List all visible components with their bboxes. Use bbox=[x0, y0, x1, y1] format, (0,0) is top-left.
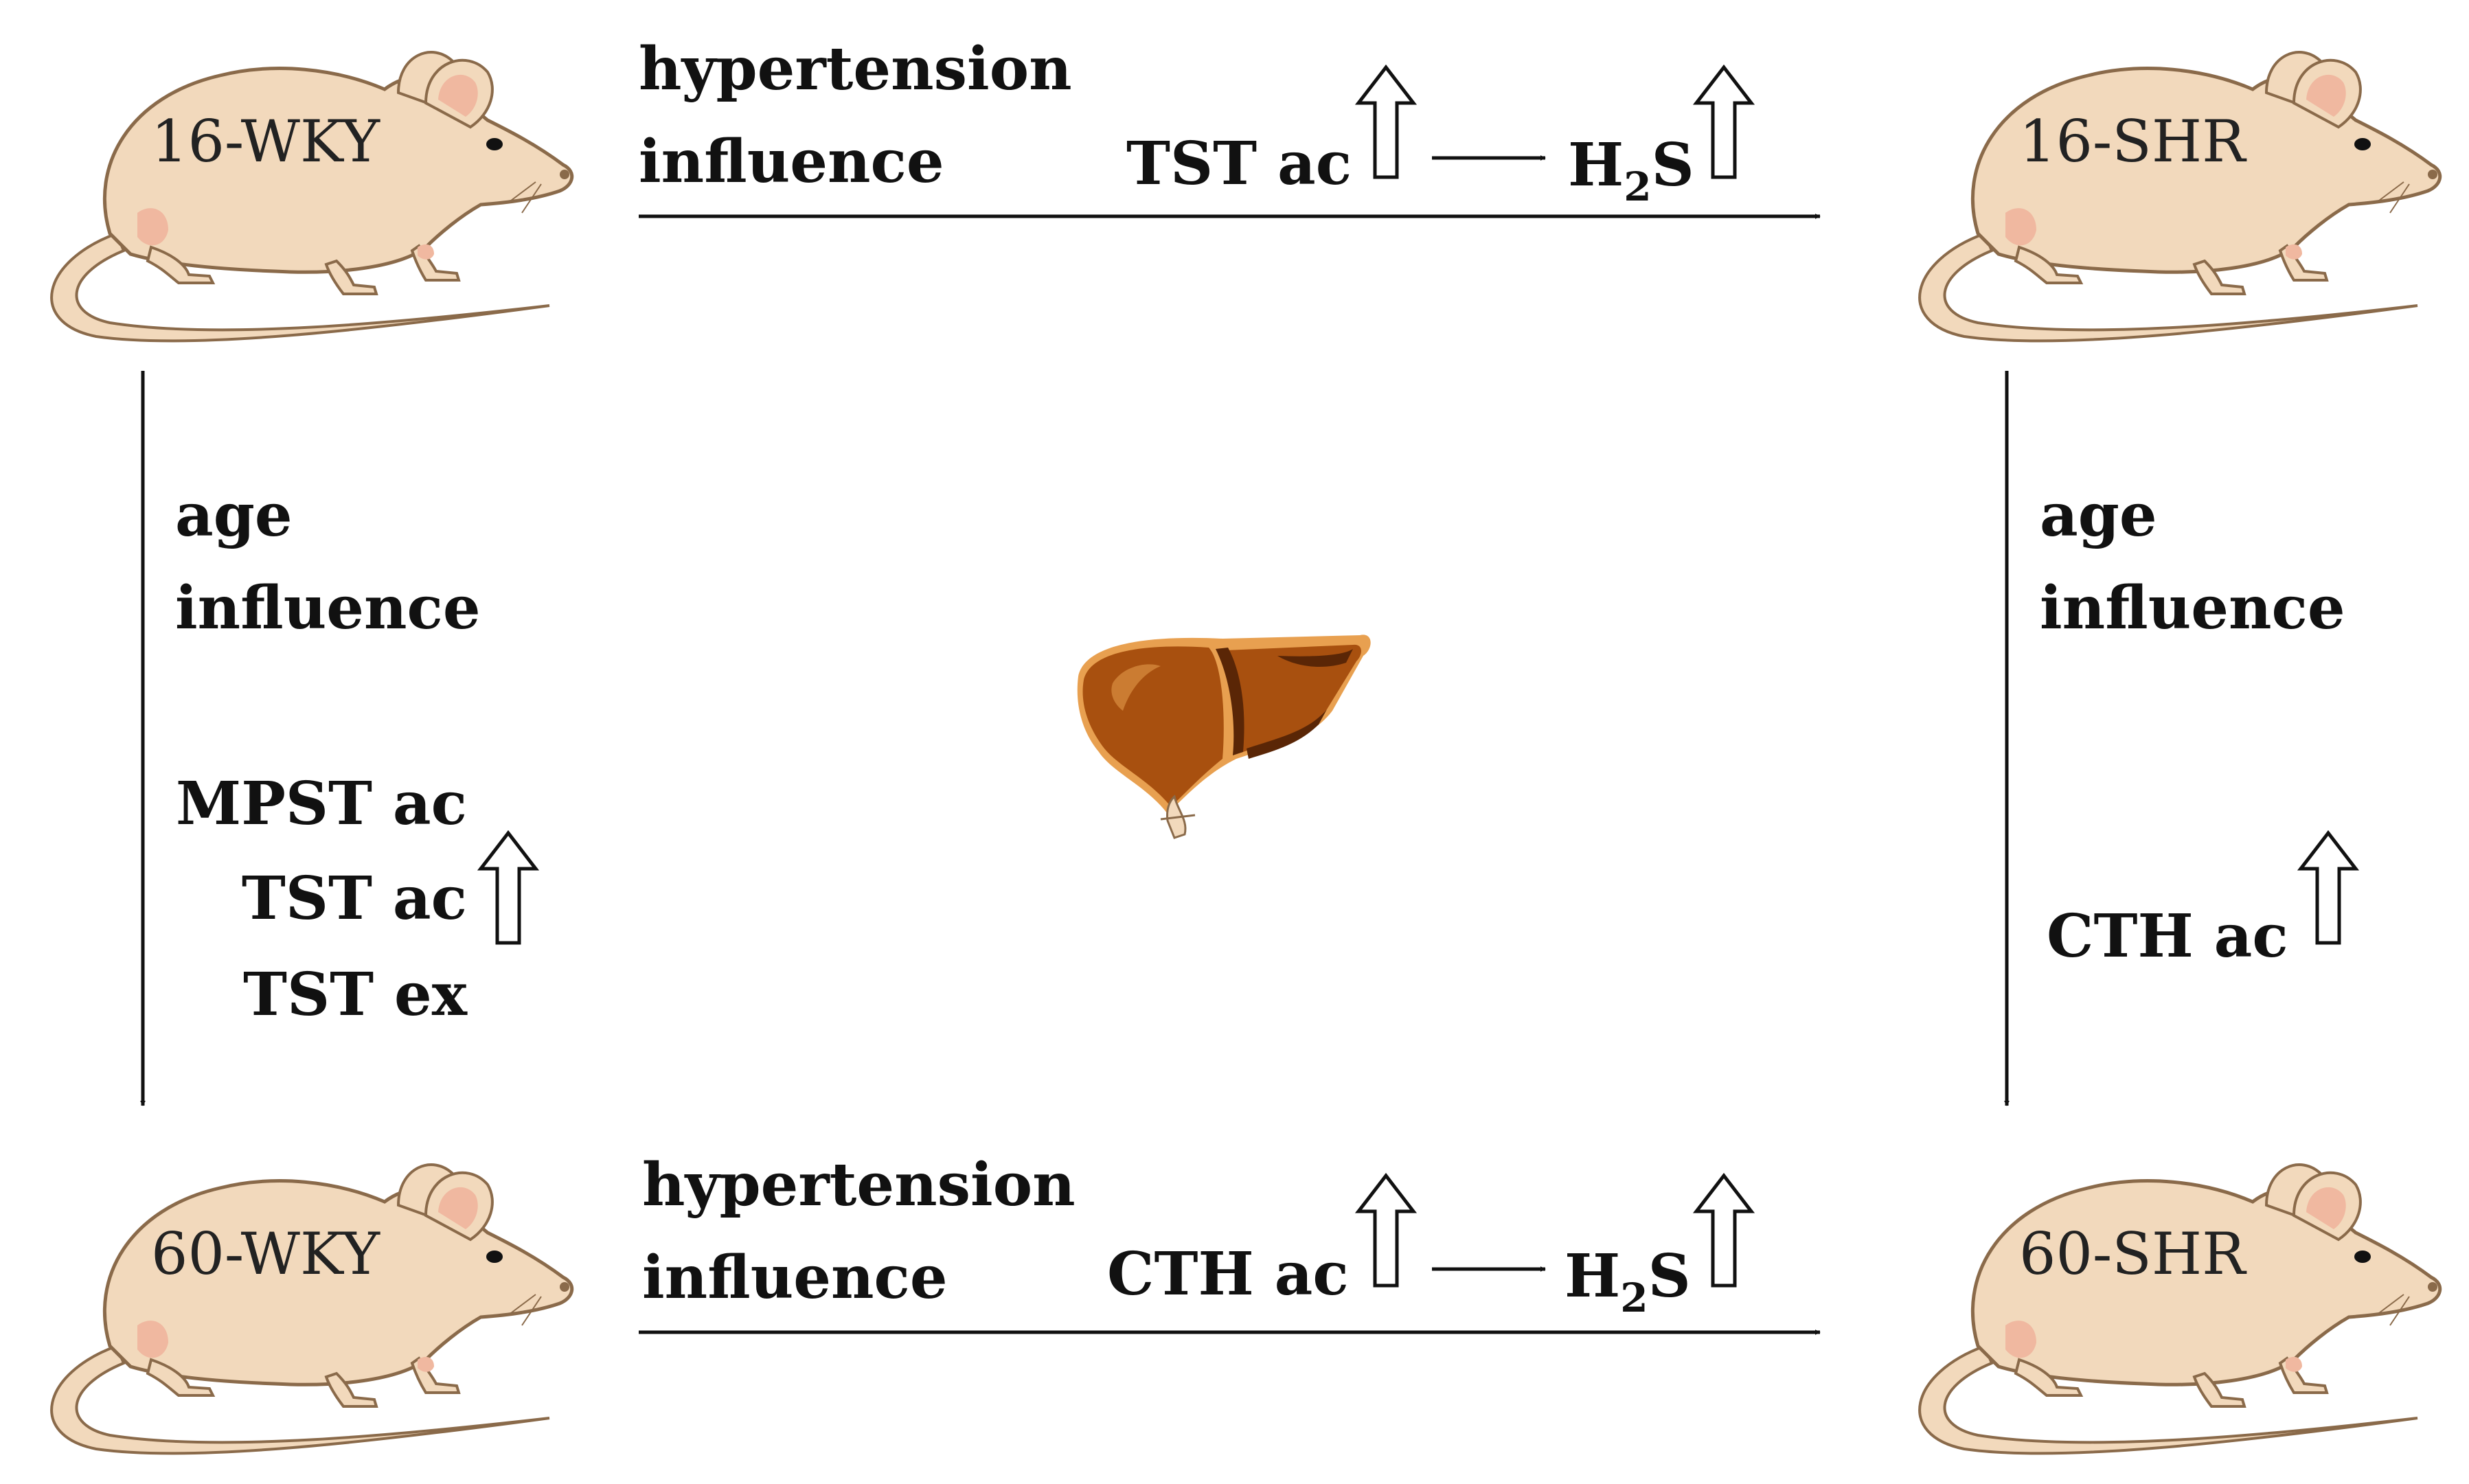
right-transition: age influence CTH ac bbox=[2004, 371, 2356, 1106]
left-item: TST ac bbox=[242, 864, 467, 933]
bottom-enzyme: CTH ac bbox=[1107, 1240, 1349, 1309]
rat-60-wky: 60-WKY bbox=[52, 1165, 572, 1453]
rat-icon bbox=[52, 1165, 572, 1453]
up-hollow-arrow-icon bbox=[481, 833, 536, 943]
rat-icon bbox=[52, 52, 572, 341]
rat-icon bbox=[1920, 1165, 2440, 1453]
top-label-line1: hypertension bbox=[639, 34, 1072, 104]
right-label-line1: age bbox=[2040, 481, 2157, 550]
bottom-product: H2S bbox=[1565, 1242, 1691, 1321]
rat-label: 16-SHR bbox=[2019, 108, 2247, 175]
left-label-line1: age bbox=[175, 481, 293, 550]
left-transition: age influence MPST ac TST ac TST ex bbox=[140, 371, 536, 1106]
up-hollow-arrow-icon bbox=[1696, 1176, 1751, 1286]
top-enzyme: TST ac bbox=[1126, 129, 1352, 198]
left-item: TST ex bbox=[243, 960, 468, 1029]
rat-16-wky: 16-WKY bbox=[52, 52, 572, 341]
bottom-label-line1: hypertension bbox=[642, 1150, 1076, 1220]
top-label-line2: influence bbox=[639, 127, 944, 196]
top-transition: hypertension influence TST ac H2S bbox=[639, 34, 1821, 219]
rat-label: 16-WKY bbox=[151, 108, 381, 175]
left-label-line2: influence bbox=[175, 573, 481, 643]
up-hollow-arrow-icon bbox=[1358, 67, 1413, 177]
rat-label: 60-WKY bbox=[151, 1220, 381, 1288]
right-label-line2: influence bbox=[2040, 573, 2345, 643]
top-product: H2S bbox=[1568, 130, 1694, 210]
up-hollow-arrow-icon bbox=[1358, 1176, 1413, 1286]
rat-16-shr: 16-SHR bbox=[1920, 52, 2440, 341]
right-enzyme: CTH ac bbox=[2047, 902, 2288, 971]
bottom-transition: hypertension influence CTH ac H2S bbox=[639, 1150, 1821, 1335]
rat-label: 60-SHR bbox=[2019, 1220, 2247, 1288]
up-hollow-arrow-icon bbox=[1696, 67, 1751, 177]
rat-60-shr: 60-SHR bbox=[1920, 1165, 2440, 1453]
bottom-label-line2: influence bbox=[642, 1243, 948, 1312]
up-hollow-arrow-icon bbox=[2301, 833, 2356, 943]
liver-icon bbox=[1077, 635, 1371, 839]
rat-icon bbox=[1920, 52, 2440, 341]
left-item: MPST ac bbox=[176, 769, 467, 838]
